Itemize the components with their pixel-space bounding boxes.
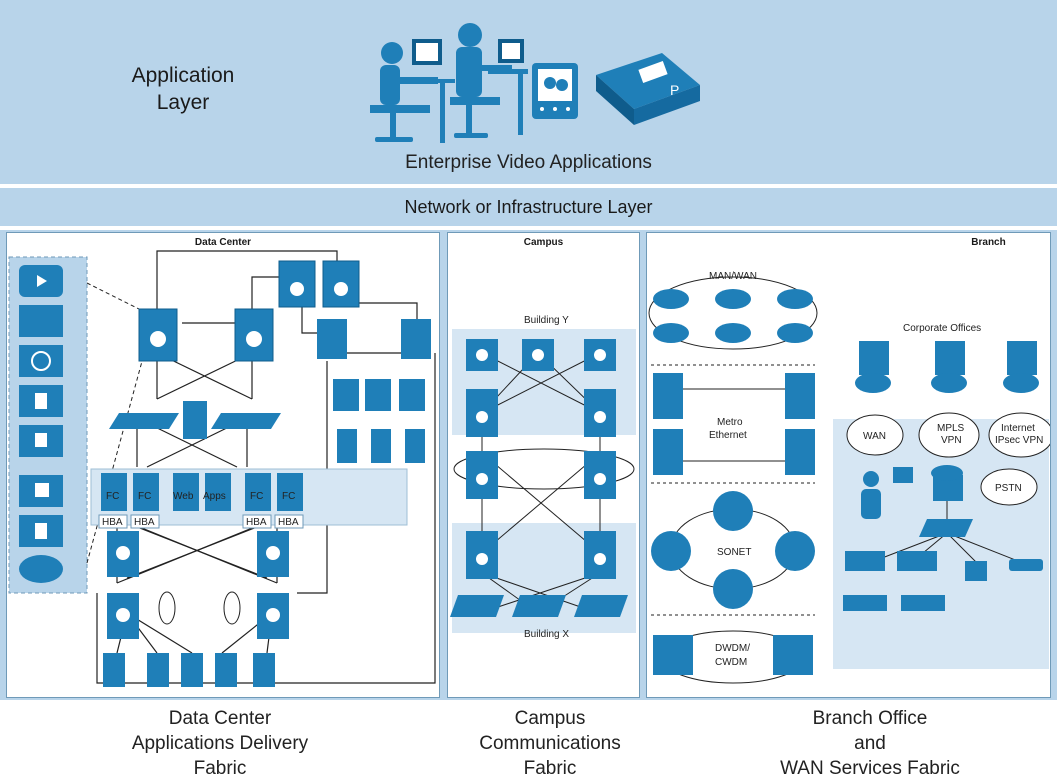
user-workstation-icon-2 — [450, 23, 528, 138]
application-layer-title-line2: Layer — [156, 91, 210, 114]
application-layer-title: Application Layer — [128, 62, 238, 116]
user-workstation-icon — [370, 39, 455, 143]
branch-diagram: MAN/WAN Metro Eth — [648, 271, 1050, 684]
branch-panel: Branch MAN/WAN — [644, 230, 1057, 700]
network-layer-band: Network or Infrastructure Layer — [0, 188, 1057, 226]
building-x-label: Building X — [524, 629, 569, 640]
svg-text:P: P — [670, 82, 679, 98]
campus-footer-line2: Communications — [479, 733, 621, 754]
service-module-icons — [19, 265, 63, 583]
dwdm-label-2: CWDM — [715, 657, 747, 668]
pstn-label: PSTN — [995, 483, 1022, 494]
application-layer-subtitle: Enterprise Video Applications — [405, 152, 652, 173]
campus-panel-inner: Campus Building Y — [447, 232, 640, 698]
network-layer-title: Network or Infrastructure Layer — [404, 197, 653, 217]
data-center-panel: Data Center — [0, 230, 443, 700]
server-label-5: FC — [250, 491, 263, 502]
branch-title: Branch — [971, 237, 1006, 248]
video-monitor-icon — [532, 63, 578, 119]
ip-phone-icon: P — [596, 53, 700, 125]
corporate-offices-label: Corporate Offices — [903, 323, 981, 334]
metro-ethernet-label-2: Ethernet — [709, 430, 747, 441]
dwdm-label-1: DWDM/ — [715, 643, 750, 654]
metro-ethernet-label-1: Metro — [717, 417, 743, 428]
application-layer-band: Application Layer — [0, 0, 1057, 184]
application-layer-title-line1: Application — [131, 64, 235, 87]
server-label-2: FC — [138, 491, 151, 502]
application-users-illustration: P — [370, 23, 700, 143]
campus-footer-line3: Fabric — [523, 758, 577, 779]
branch-footer: Branch Office and WAN Services Fabric — [740, 706, 1000, 781]
branch-panel-inner: Branch MAN/WAN — [646, 232, 1051, 698]
data-center-footer-line3: Fabric — [193, 758, 247, 779]
internet-label-1: Internet — [1001, 423, 1035, 434]
branch-footer-line2: and — [854, 733, 886, 754]
campus-diagram: Building Y — [450, 315, 636, 640]
hba-label-3: HBA — [246, 517, 267, 528]
campus-title: Campus — [523, 237, 564, 248]
data-center-footer: Data Center Applications Delivery Fabric — [100, 706, 340, 781]
building-y-label: Building Y — [524, 315, 569, 326]
server-labels: FC FC Web Apps FC FC — [106, 491, 295, 502]
hba-label-1: HBA — [102, 517, 123, 528]
campus-footer-line1: Campus — [514, 708, 586, 729]
internet-label-2: IPsec VPN — [995, 435, 1043, 446]
hba-labels: HBA HBA HBA HBA — [102, 517, 299, 528]
wan-label: WAN — [863, 431, 886, 442]
branch-footer-line1: Branch Office — [812, 708, 928, 729]
campus-footer: Campus Communications Fabric — [460, 706, 640, 781]
server-label-3: Web — [173, 491, 194, 502]
mpls-label-2: VPN — [941, 435, 962, 446]
data-center-footer-line2: Applications Delivery — [131, 733, 309, 754]
hba-label-4: HBA — [278, 517, 299, 528]
mpls-label-1: MPLS — [937, 423, 965, 434]
man-wan-label: MAN/WAN — [709, 271, 757, 282]
data-center-footer-line1: Data Center — [168, 708, 272, 729]
server-label-6: FC — [282, 491, 295, 502]
data-center-title: Data Center — [194, 237, 252, 248]
data-center-diagram: FC FC Web Apps FC FC HBA HBA HBA HBA — [8, 250, 436, 687]
server-label-1: FC — [106, 491, 119, 502]
hba-label-2: HBA — [134, 517, 155, 528]
branch-footer-line3: WAN Services Fabric — [780, 758, 960, 779]
server-label-4: Apps — [203, 491, 226, 502]
data-center-panel-inner: Data Center — [6, 232, 440, 698]
campus-panel: Campus Building Y — [443, 230, 644, 700]
sonet-label: SONET — [717, 547, 751, 558]
